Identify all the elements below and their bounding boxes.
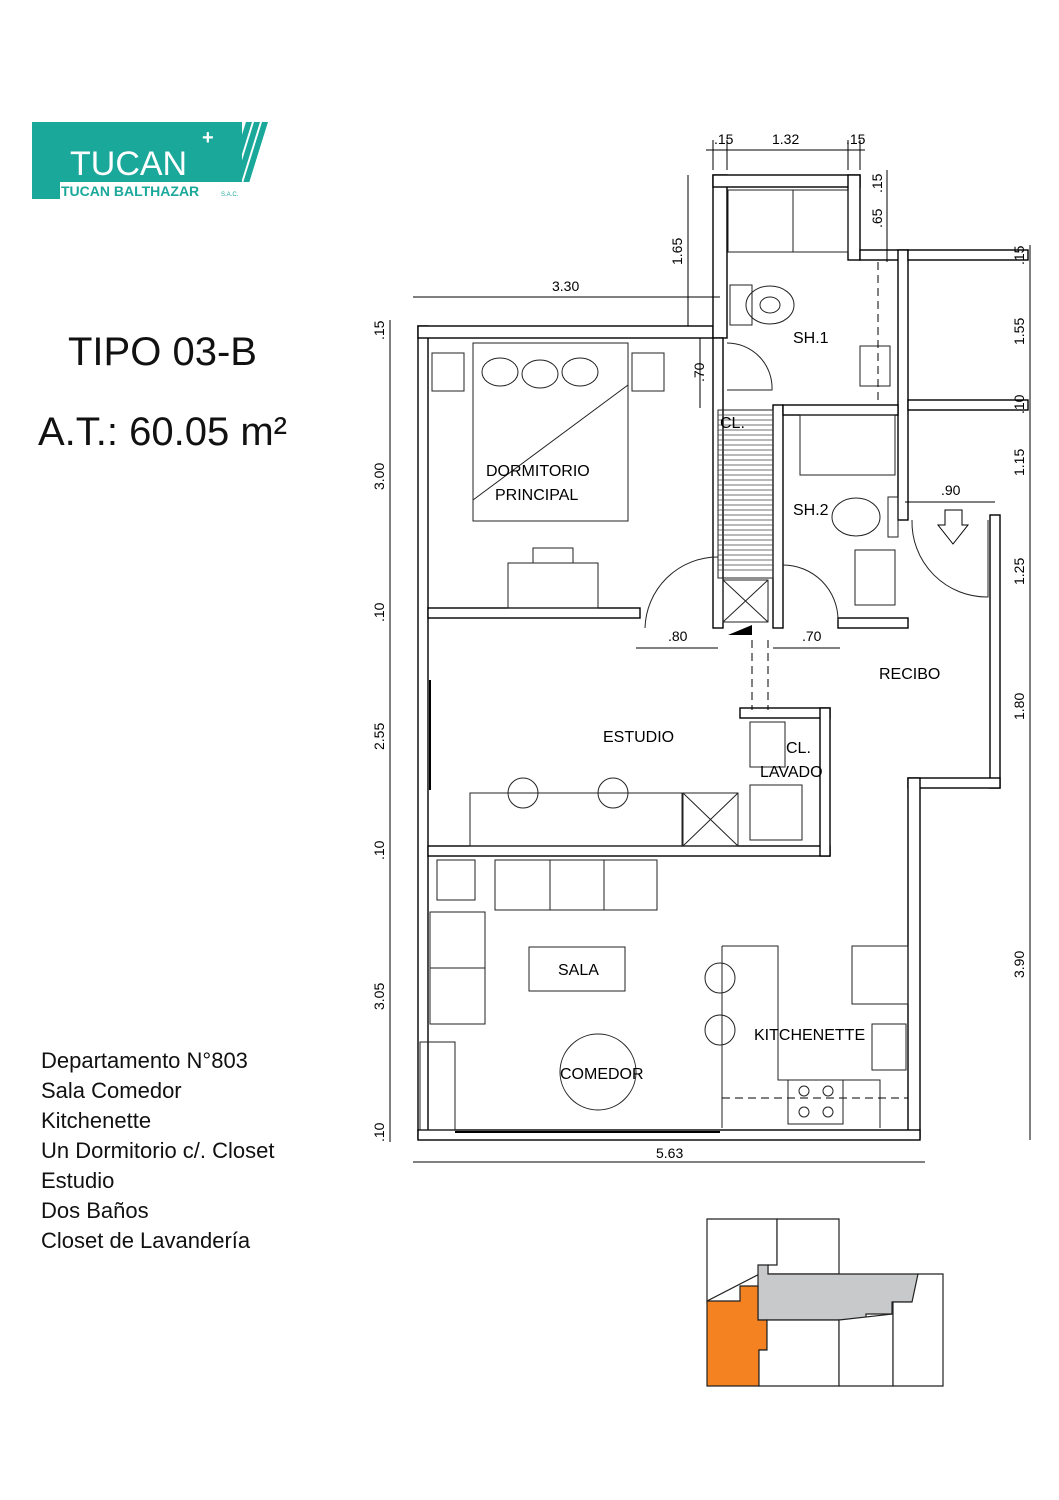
dim-top-wall-left: .15 bbox=[714, 131, 734, 147]
dim-door-sh1: .70 bbox=[691, 362, 707, 382]
feature-item: Closet de Lavandería bbox=[41, 1228, 251, 1253]
logo-brand: TUCAN bbox=[70, 145, 187, 183]
dim-top-right-closet: .65 bbox=[869, 208, 885, 228]
dim-left-5: 3.05 bbox=[371, 983, 387, 1010]
dim-left-3: 2.55 bbox=[371, 723, 387, 750]
feature-item: Departamento N°803 bbox=[41, 1048, 248, 1073]
room-label-closet: CL. bbox=[720, 415, 745, 432]
room-label-sh2: SH.2 bbox=[793, 502, 829, 519]
dim-door-bedroom: .80 bbox=[668, 628, 688, 644]
dim-right-5: 1.80 bbox=[1011, 693, 1027, 720]
room-label-sh1: SH.1 bbox=[793, 330, 829, 347]
dim-left-0: .15 bbox=[371, 320, 387, 340]
dim-left-2: .10 bbox=[371, 602, 387, 622]
room-label-dormitorio: DORMITORIO bbox=[486, 463, 590, 480]
feature-item: Sala Comedor bbox=[41, 1078, 182, 1103]
closet-shelves bbox=[717, 409, 774, 710]
room-label-kitchenette: KITCHENETTE bbox=[754, 1027, 865, 1044]
dim-top-wall-right: .15 bbox=[846, 131, 866, 147]
dim-right-0: .15 bbox=[1011, 245, 1027, 265]
dim-left-6: .10 bbox=[371, 1122, 387, 1142]
walls bbox=[417, 174, 1029, 1141]
dim-left-4: .10 bbox=[371, 840, 387, 860]
tucan-logo: TUCAN + TUCAN BALTHAZAR S.A.C. bbox=[32, 122, 268, 199]
room-label-lavado-2: LAVADO bbox=[760, 764, 823, 781]
dim-door-sh2: .70 bbox=[802, 628, 822, 644]
furniture bbox=[419, 189, 909, 1133]
feature-item: Dos Baños bbox=[41, 1198, 149, 1223]
unit-area: A.T.: 60.05 m² bbox=[38, 410, 287, 454]
room-label-comedor: COMEDOR bbox=[560, 1066, 644, 1083]
dim-door-entry: .90 bbox=[941, 482, 961, 498]
dim-top-width: 1.32 bbox=[772, 131, 799, 147]
unit-type-title: TIPO 03-B bbox=[68, 330, 257, 374]
feature-item: Kitchenette bbox=[41, 1108, 152, 1133]
dim-bedroom-width: 3.30 bbox=[552, 278, 579, 294]
logo-company: TUCAN BALTHAZAR bbox=[61, 183, 199, 199]
dim-right-1: 1.55 bbox=[1011, 318, 1027, 345]
room-label-principal: PRINCIPAL bbox=[495, 487, 578, 504]
feature-item: Un Dormitorio c/. Closet bbox=[41, 1138, 275, 1163]
dim-right-6: 3.90 bbox=[1011, 951, 1027, 978]
dim-right-4: 1.25 bbox=[1011, 558, 1027, 585]
room-label-estudio: ESTUDIO bbox=[603, 729, 674, 746]
dim-left-1: 3.00 bbox=[371, 463, 387, 490]
key-plan bbox=[706, 1218, 944, 1387]
room-labels: DORMITORIO PRINCIPAL SH.1 SH.2 CL. ESTUD… bbox=[486, 330, 940, 1083]
room-label-lavado-1: CL. bbox=[786, 740, 811, 757]
dim-bath-height: 1.65 bbox=[669, 238, 685, 265]
dimension-labels: .15 1.32 .15 .15 .65 1.65 3.30 .15 3.00 … bbox=[371, 131, 1027, 1161]
dim-right-2: .10 bbox=[1011, 394, 1027, 414]
feature-item: Estudio bbox=[41, 1168, 115, 1193]
doors bbox=[644, 342, 989, 629]
room-label-sala: SALA bbox=[558, 962, 599, 979]
features-list: Departamento N°803 Sala Comedor Kitchene… bbox=[41, 1046, 275, 1256]
logo-suffix: S.A.C. bbox=[221, 192, 239, 198]
dim-bottom-width: 5.63 bbox=[656, 1145, 683, 1161]
room-label-recibo: RECIBO bbox=[879, 666, 940, 683]
dim-top-right-wall: .15 bbox=[869, 173, 885, 193]
dimension-lines bbox=[389, 140, 1031, 1163]
svg-text:+: + bbox=[202, 127, 214, 149]
dim-right-3: 1.15 bbox=[1011, 449, 1027, 476]
